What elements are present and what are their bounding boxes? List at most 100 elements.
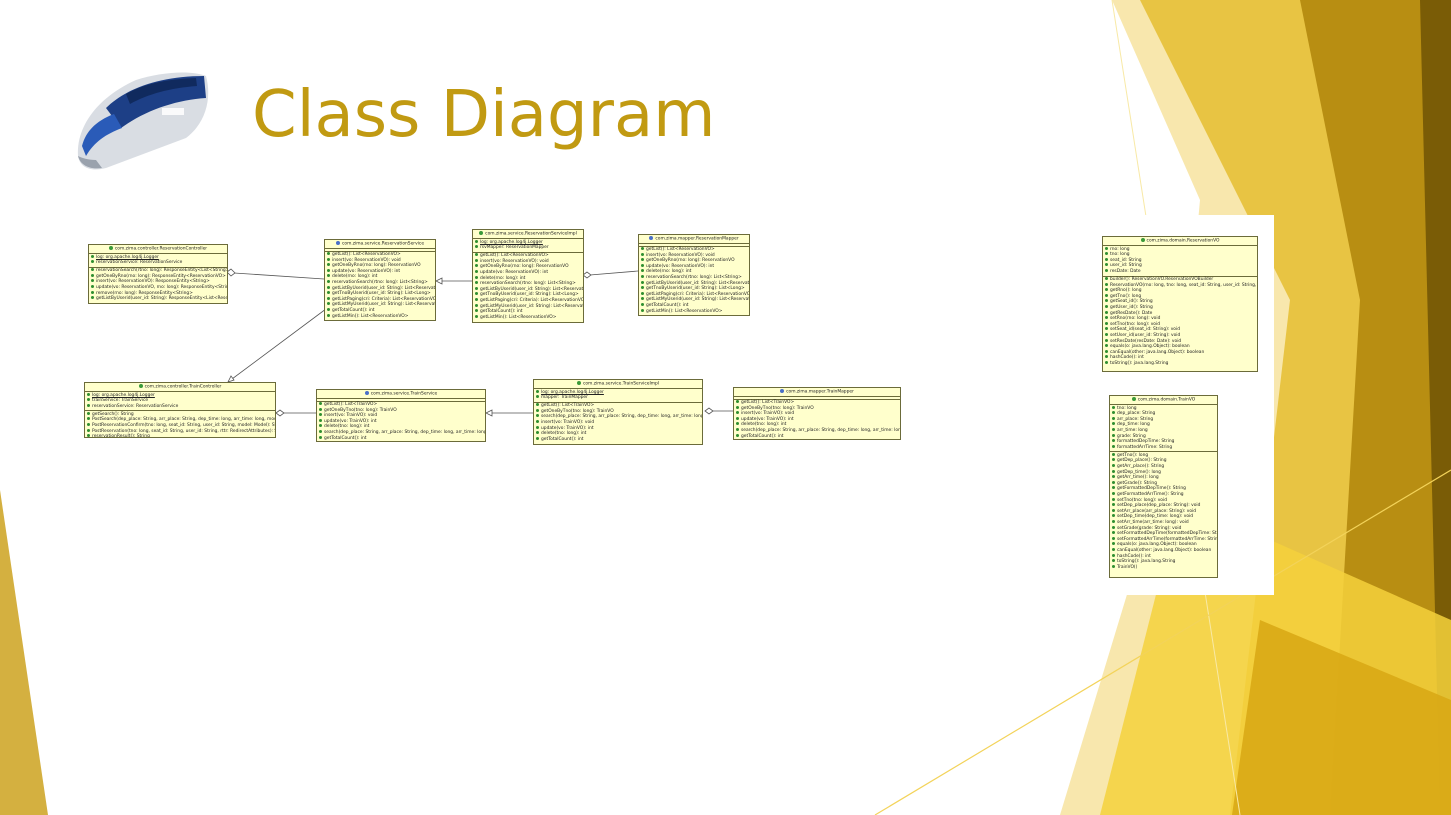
operations-section: builder(): ReservationVO.ReservationVOBu… bbox=[1103, 277, 1257, 368]
operation-row: delete(rno: long): int bbox=[639, 269, 749, 275]
class-name-text: com.zima.controller.ReservationControlle… bbox=[114, 246, 208, 252]
operation-row: search(dep_place: String, arr_place: Str… bbox=[317, 430, 485, 436]
operation-row: delete(rno: long): int bbox=[473, 276, 583, 282]
operation-row: getSearch(): String bbox=[85, 412, 275, 418]
operation-row: insert(vo: ReservationVO): void bbox=[639, 253, 749, 259]
operation-row: search(dep_place: String, arr_place: Str… bbox=[734, 428, 900, 434]
operation-row: getListByUserid(user_id: String): Respon… bbox=[89, 296, 227, 302]
attribute-row: log: org.apache.log4j.Logger bbox=[473, 240, 583, 246]
class-icon bbox=[1140, 238, 1145, 242]
operation-row: setSeat_id(seat_id: String): void bbox=[1103, 327, 1257, 333]
class-reservation-controller: com.zima.controller.ReservationControlle… bbox=[88, 244, 228, 304]
operation-row: getOneByRno(rno: long): ResponseEntity<R… bbox=[89, 274, 227, 280]
attribute-row: log: org.apache.log4j.Logger bbox=[89, 255, 227, 261]
class-reservation-service: com.zima.service.ReservationService getLi… bbox=[324, 239, 436, 321]
operation-row: getTotalCount(): int bbox=[534, 437, 702, 443]
operation-row: delete(tno: long): int bbox=[534, 431, 702, 437]
operation-row: equals(o: java.lang.Object): boolean bbox=[1103, 344, 1257, 350]
class-name-text: com.zima.service.TrainService bbox=[370, 391, 438, 397]
operation-row: getList(): List<ReservationVO> bbox=[473, 253, 583, 259]
operation-row: ReservationVO(rno: long, tno: long, seat… bbox=[1103, 283, 1257, 289]
operation-row: getListByUserid(user_id: String): List<R… bbox=[325, 286, 435, 292]
attribute-row: user_id: String bbox=[1103, 263, 1257, 269]
operation-row: update(vo: ReservationVO): int bbox=[639, 264, 749, 270]
class-name: com.zima.mapper.ReservationMapper bbox=[639, 235, 749, 245]
operation-row: setDep_place(dep_place: String): void bbox=[1110, 503, 1217, 509]
interface-icon bbox=[649, 236, 654, 240]
operation-row: update(vo: ReservationVO): int bbox=[473, 270, 583, 276]
operation-row: getGrade(): String bbox=[1110, 481, 1217, 487]
class-train-mapper: com.zima.mapper.TrainMapper getList(): Li… bbox=[733, 387, 901, 440]
operation-row: PostReservationConfirm(tno: long, seat_i… bbox=[85, 423, 275, 429]
class-reservation-mapper: com.zima.mapper.ReservationMapper getList… bbox=[638, 234, 750, 316]
operation-row: delete(tno: long): int bbox=[734, 422, 900, 428]
class-name-text: com.zima.service.ReservationService bbox=[341, 241, 425, 247]
operation-row: getOneByRno(rno: long): ReservationVO bbox=[473, 264, 583, 270]
attribute-row: rsvMapper: ReservationMapper bbox=[473, 245, 583, 251]
interface-icon bbox=[780, 389, 785, 393]
operation-row: setResDate(resDate: Date): void bbox=[1103, 339, 1257, 345]
operations-section: getList(): List<ReservationVO>insert(vo:… bbox=[473, 253, 583, 322]
class-name: com.zima.mapper.TrainMapper bbox=[734, 388, 900, 398]
operations-section: getList(): List<TrainVO>getOneByTno(tno:… bbox=[734, 400, 900, 439]
operation-row: equals(o: java.lang.Object): boolean bbox=[1110, 542, 1217, 548]
operation-row: getListMyUserid(user_id: String): List<R… bbox=[639, 297, 749, 303]
operations-section: getList(): List<ReservationVO>insert(vo:… bbox=[639, 247, 749, 315]
operations-section: getList(): List<ReservationVO>insert(vo:… bbox=[325, 252, 435, 320]
operation-row: toString(): java.lang.String bbox=[1103, 361, 1257, 367]
operation-row: toString(): java.lang.String bbox=[1110, 559, 1217, 565]
operation-row: getListPaging(cri: Criteria): List<Reser… bbox=[325, 297, 435, 303]
class-name: com.zima.domain.TrainVO bbox=[1110, 396, 1217, 406]
class-name-text: com.zima.mapper.TrainMapper bbox=[786, 389, 854, 395]
class-name: com.zima.service.TrainServiceImpl bbox=[534, 380, 702, 390]
operation-row: getTnoByUserid(user_id: String): List<Lo… bbox=[473, 292, 583, 298]
class-name-text: com.zima.mapper.ReservationMapper bbox=[655, 236, 739, 242]
slide-title: Class Diagram bbox=[252, 78, 716, 152]
operation-row: getList(): List<ReservationVO> bbox=[639, 247, 749, 253]
class-name-text: com.zima.service.TrainServiceImpl bbox=[582, 381, 660, 387]
class-name-text: com.zima.domain.ReservationVO bbox=[1146, 238, 1220, 244]
operation-row: getOneByTno(tno: long): TrainVO bbox=[317, 408, 485, 414]
operation-row: getUser_id(): String bbox=[1103, 305, 1257, 311]
attribute-row: tno: long bbox=[1110, 406, 1217, 412]
operation-row: getListMyUserid(user_id: String): List<R… bbox=[325, 302, 435, 308]
operation-row: insert(vo: ReservationVO): void bbox=[473, 259, 583, 265]
operation-row: builder(): ReservationVO.ReservationVOBu… bbox=[1103, 277, 1257, 283]
attribute-row: grade: String bbox=[1110, 434, 1217, 440]
class-icon bbox=[1131, 397, 1136, 401]
operation-row: getListPaging(cri: Criteria): List<Reser… bbox=[473, 298, 583, 304]
operation-row: reservationSearch(rtno: long): List<Stri… bbox=[325, 280, 435, 286]
attribute-row: resDate: Date bbox=[1103, 269, 1257, 275]
operation-row: reservationResult(): String bbox=[85, 434, 275, 437]
operation-row: delete(rno: long): int bbox=[325, 274, 435, 280]
operation-row: setArr_time(arr_time: long): void bbox=[1110, 520, 1217, 526]
operation-row: getRno(): long bbox=[1103, 288, 1257, 294]
class-icon bbox=[108, 246, 113, 250]
attribute-row: trainService: TrainService bbox=[85, 398, 275, 404]
class-icon bbox=[479, 231, 484, 235]
operation-row: getTotalCount(): int bbox=[734, 434, 900, 439]
operation-row: getDep_time(): long bbox=[1110, 470, 1217, 476]
operation-row: PostSearch(dep_place: String, arr_place:… bbox=[85, 417, 275, 423]
operation-row: update(vo: TrainVO): int bbox=[734, 417, 900, 423]
attribute-row: log: org.apache.log4j.Logger bbox=[534, 390, 702, 396]
class-name: com.zima.controller.TrainController bbox=[85, 383, 275, 393]
operation-row: getOneByRno(rno: long): ReservationVO bbox=[325, 263, 435, 269]
operation-row: getTno(): long bbox=[1110, 453, 1217, 459]
class-name-text: com.zima.controller.TrainController bbox=[144, 384, 222, 390]
class-name: com.zima.service.ReservationServiceImpl bbox=[473, 230, 583, 240]
operation-row: getResDate(): Date bbox=[1103, 311, 1257, 317]
class-name: com.zima.controller.ReservationControlle… bbox=[89, 245, 227, 255]
attribute-row: log: org.apache.log4j.Logger bbox=[85, 393, 275, 399]
attribute-row: dep_place: String bbox=[1110, 411, 1217, 417]
attribute-row: reservationService: ReservationService bbox=[89, 260, 227, 266]
